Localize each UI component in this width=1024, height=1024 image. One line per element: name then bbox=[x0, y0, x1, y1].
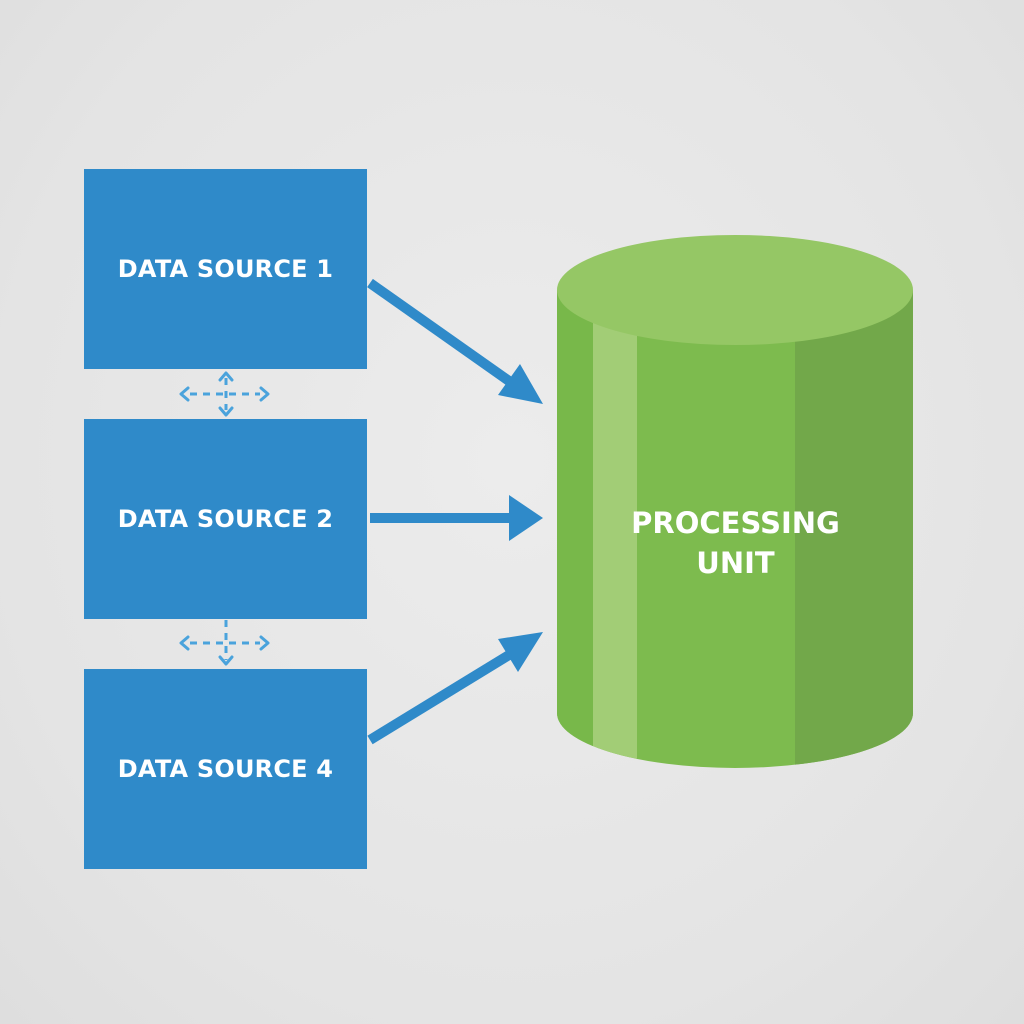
data-source-4-box[interactable]: DATA SOURCE 4 bbox=[84, 669, 367, 869]
data-source-1-box[interactable]: DATA SOURCE 1 bbox=[84, 169, 367, 369]
data-source-2-box[interactable]: DATA SOURCE 2 bbox=[84, 419, 367, 619]
dashed-move-arrows-icon bbox=[190, 378, 260, 410]
arrow-right-icon bbox=[367, 278, 543, 404]
processing-unit-label-line1: PROCESSING bbox=[631, 506, 840, 540]
arrow-right-icon bbox=[370, 495, 543, 541]
dashed-move-arrows-icon bbox=[190, 620, 260, 660]
processing-unit-label-line2: UNIT bbox=[696, 546, 775, 580]
dashed-move-arrowheads bbox=[179, 635, 270, 666]
dashed-move-arrowheads bbox=[179, 371, 270, 417]
processing-unit-label: PROCESSING UNIT bbox=[557, 503, 914, 583]
data-source-2-label: DATA SOURCE 2 bbox=[117, 505, 334, 533]
arrow-right-icon bbox=[367, 632, 543, 745]
data-source-1-label: DATA SOURCE 1 bbox=[117, 255, 334, 283]
data-source-4-label: DATA SOURCE 4 bbox=[117, 755, 334, 783]
